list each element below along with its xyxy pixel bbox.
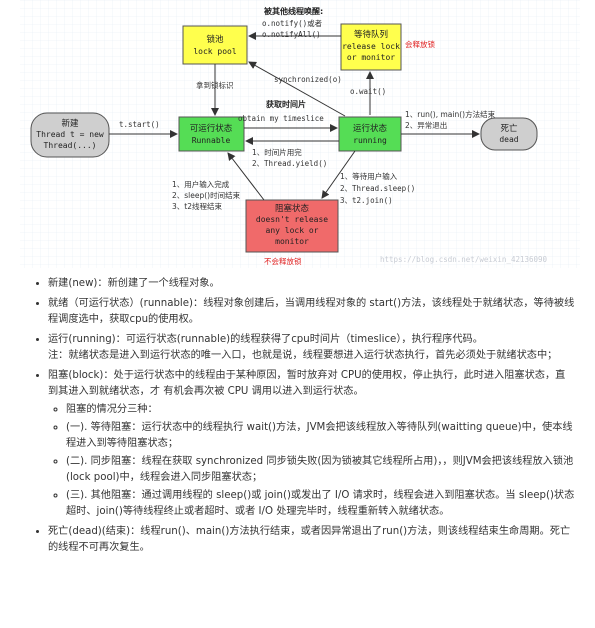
state-lock-pool: 锁池 lock pool [182,25,248,65]
thread-state-diagram: 锁池 lock pool 等待队列 release lock or monito… [0,0,595,270]
label-got-lock: 拿到锁标识 [196,80,234,90]
label-yield-1: 1、时间片用完 [252,147,302,157]
state-running: 运行状态 running [338,116,402,152]
wait-queue-line3: or monitor [347,53,395,62]
label-back-2: 2、sleep()时间结束 [172,190,241,200]
label-release-lock: 会释放锁 [405,39,435,49]
label-start: t.start() [119,120,160,129]
lock-pool-title: 锁池 [206,34,224,45]
note-runnable-text: 就绪（可运行状态）(runnable)：线程对象创建后，当调用线程对象的 sta… [48,298,575,325]
runnable-subtitle: Runnable [192,136,231,145]
note-block: 阻塞(block)：处于运行状态中的线程由于某种原因，暂时放弃对 CPU的使用权… [48,368,575,520]
arrow-blocked-to-runnable [227,152,265,201]
note-new-text: 新建(new)：新创建了一个线程对象。 [48,278,220,289]
note-block-types-text: 阻塞的情况分三种： [66,404,158,415]
runnable-title: 可运行状态 [190,123,233,134]
note-new: 新建(new)：新创建了一个线程对象。 [48,276,575,292]
label-end-1: 1、run(), main()方法结束 [405,109,496,119]
state-new: 新建 Thread t = new Thread(...) [30,112,110,158]
explanation-list: 新建(new)：新创建了一个线程对象。 就绪（可运行状态）(runnable)：… [30,276,575,560]
label-block-2: 2、Thread.sleep() [340,184,415,193]
note-block-text: 阻塞(block)：处于运行状态中的线程由于某种原因，暂时放弃对 CPU的使用权… [48,370,566,397]
note-block-other-text: (三). 其他阻塞：通过调用线程的 sleep()或 join()或发出了 I/… [66,490,575,517]
note-block-wait: (一). 等待阻塞：运行状态中的线程执行 wait()方法，JVM会把该线程放入… [66,420,575,452]
state-runnable: 可运行状态 Runnable [178,116,245,152]
note-block-wait-text: (一). 等待阻塞：运行状态中的线程执行 wait()方法，JVM会把该线程放入… [66,422,573,449]
label-synchronized: synchronized(o) [274,75,342,84]
running-title: 运行状态 [353,123,388,134]
dead-title: 死亡 [500,123,518,134]
label-notify: o.notify()或者 [262,18,323,28]
note-runnable: 就绪（可运行状态）(runnable)：线程对象创建后，当调用线程对象的 sta… [48,296,575,328]
label-get-timeslice: 获取时间片 [265,99,306,109]
wait-queue-title: 等待队列 [354,29,388,40]
lock-pool-subtitle: lock pool [193,47,237,56]
label-yield-2: 2、Thread.yield() [252,159,327,168]
label-block-1: 1、等待用户输入 [340,171,398,181]
note-block-sync: (二). 同步阻塞：线程在获取 synchronized 同步锁失败(因为锁被其… [66,454,575,486]
blocked-line3: any lock or [266,226,319,235]
label-no-release: 不会释放锁 [264,256,302,266]
label-back-1: 1、用户输入完成 [172,179,230,189]
watermark-text: https://blog.csdn.net/weixin_42136090 [380,255,548,264]
note-block-sync-text: (二). 同步阻塞：线程在获取 synchronized 同步锁失败(因为锁被其… [66,456,574,483]
arrow-running-to-lockpool [248,61,346,117]
label-wait: o.wait() [350,87,386,96]
note-block-other: (三). 其他阻塞：通过调用线程的 sleep()或 join()或发出了 I/… [66,488,575,520]
transition-arrows [109,32,480,201]
note-running: 运行(running)：可运行状态(runnable)的线程获得了cpu时间片（… [48,332,575,364]
note-running-remark: 注：就绪状态是进入到运行状态的唯一入口，也就是说，线程要想进入运行状态执行，首先… [48,350,558,361]
blocked-line2: doesn't release [256,215,328,224]
state-dead: 死亡 dead [480,117,538,151]
new-line2: Thread t = new [36,130,104,139]
wait-queue-line2: release lock [342,42,400,51]
note-running-text: 运行(running)：可运行状态(runnable)的线程获得了cpu时间片（… [48,334,483,345]
label-notify-title: 被其他线程唤醒: [264,6,323,16]
state-blocked: 阻塞状态 doesn't release any lock or monitor [245,199,339,253]
state-wait-queue: 等待队列 release lock or monitor [340,23,402,71]
label-obtain-timeslice: obtain my timeslice [238,114,324,123]
note-dead: 死亡(dead)(结束)：线程run()、main()方法执行结束，或者因异常退… [48,524,575,556]
note-block-types: 阻塞的情况分三种： [66,402,575,418]
blocked-line4: monitor [275,237,309,246]
label-notify-all: o.notifyAll() [262,30,321,39]
arrow-running-to-blocked [321,150,356,199]
running-subtitle: running [353,136,387,145]
note-dead-text: 死亡(dead)(结束)：线程run()、main()方法执行结束，或者因异常退… [48,526,571,553]
label-block-3: 3、t2.join() [340,196,393,205]
dead-subtitle: dead [499,135,518,144]
label-end-2: 2、异常退出 [405,120,447,130]
label-back-3: 3、t2线程结束 [172,201,222,211]
new-line3: Thread(...) [44,141,97,150]
new-title: 新建 [61,118,79,129]
blocked-title: 阻塞状态 [275,203,310,214]
